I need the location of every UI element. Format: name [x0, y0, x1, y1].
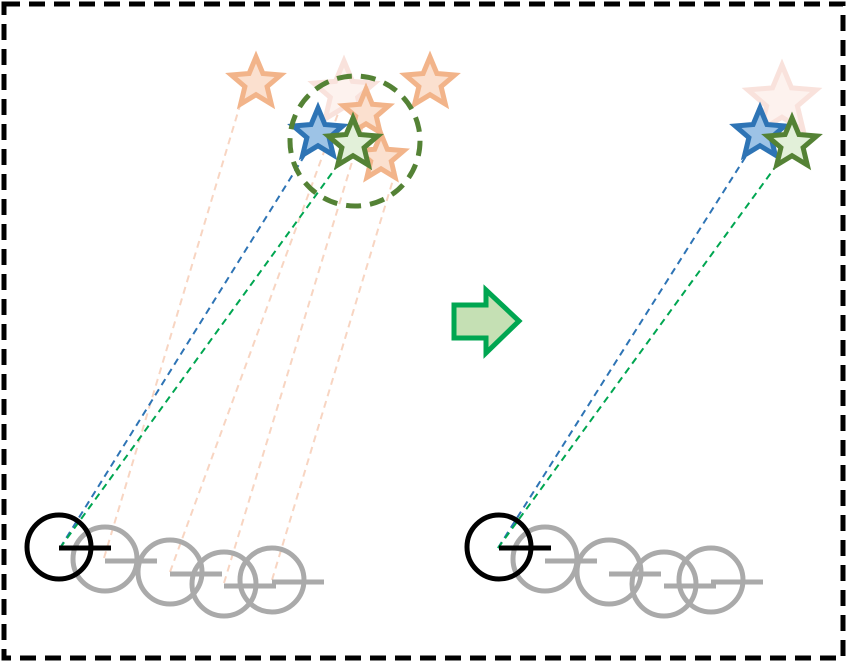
active-robot-pose [24, 512, 111, 582]
dashed-cluster-circle [287, 73, 423, 209]
green-star-icon [322, 111, 384, 171]
panel-after [464, 58, 823, 619]
gray-robot-poses [510, 524, 763, 619]
blue-dashed-line [497, 133, 761, 549]
orange-star-icon [399, 50, 461, 110]
blue-dashed-line [59, 133, 319, 549]
orange-dashed-line [271, 169, 397, 581]
panel-before [24, 50, 461, 619]
orange-dashed-line [103, 71, 251, 559]
gray-robot-poses [70, 524, 324, 619]
green-dashed-line [497, 143, 793, 549]
orange-star-icon [225, 50, 287, 110]
orange-dashed-line [223, 115, 367, 584]
right-stars [729, 58, 823, 171]
left-stars [225, 50, 461, 183]
green-dashed-line [59, 143, 354, 549]
orange-dashed-lines [103, 71, 397, 584]
blue-star-icon [287, 101, 349, 161]
right-arrow-icon [451, 284, 523, 359]
orange-dashed-line [169, 99, 344, 573]
active-robot-pose [464, 512, 551, 582]
green-star-icon [761, 111, 823, 171]
